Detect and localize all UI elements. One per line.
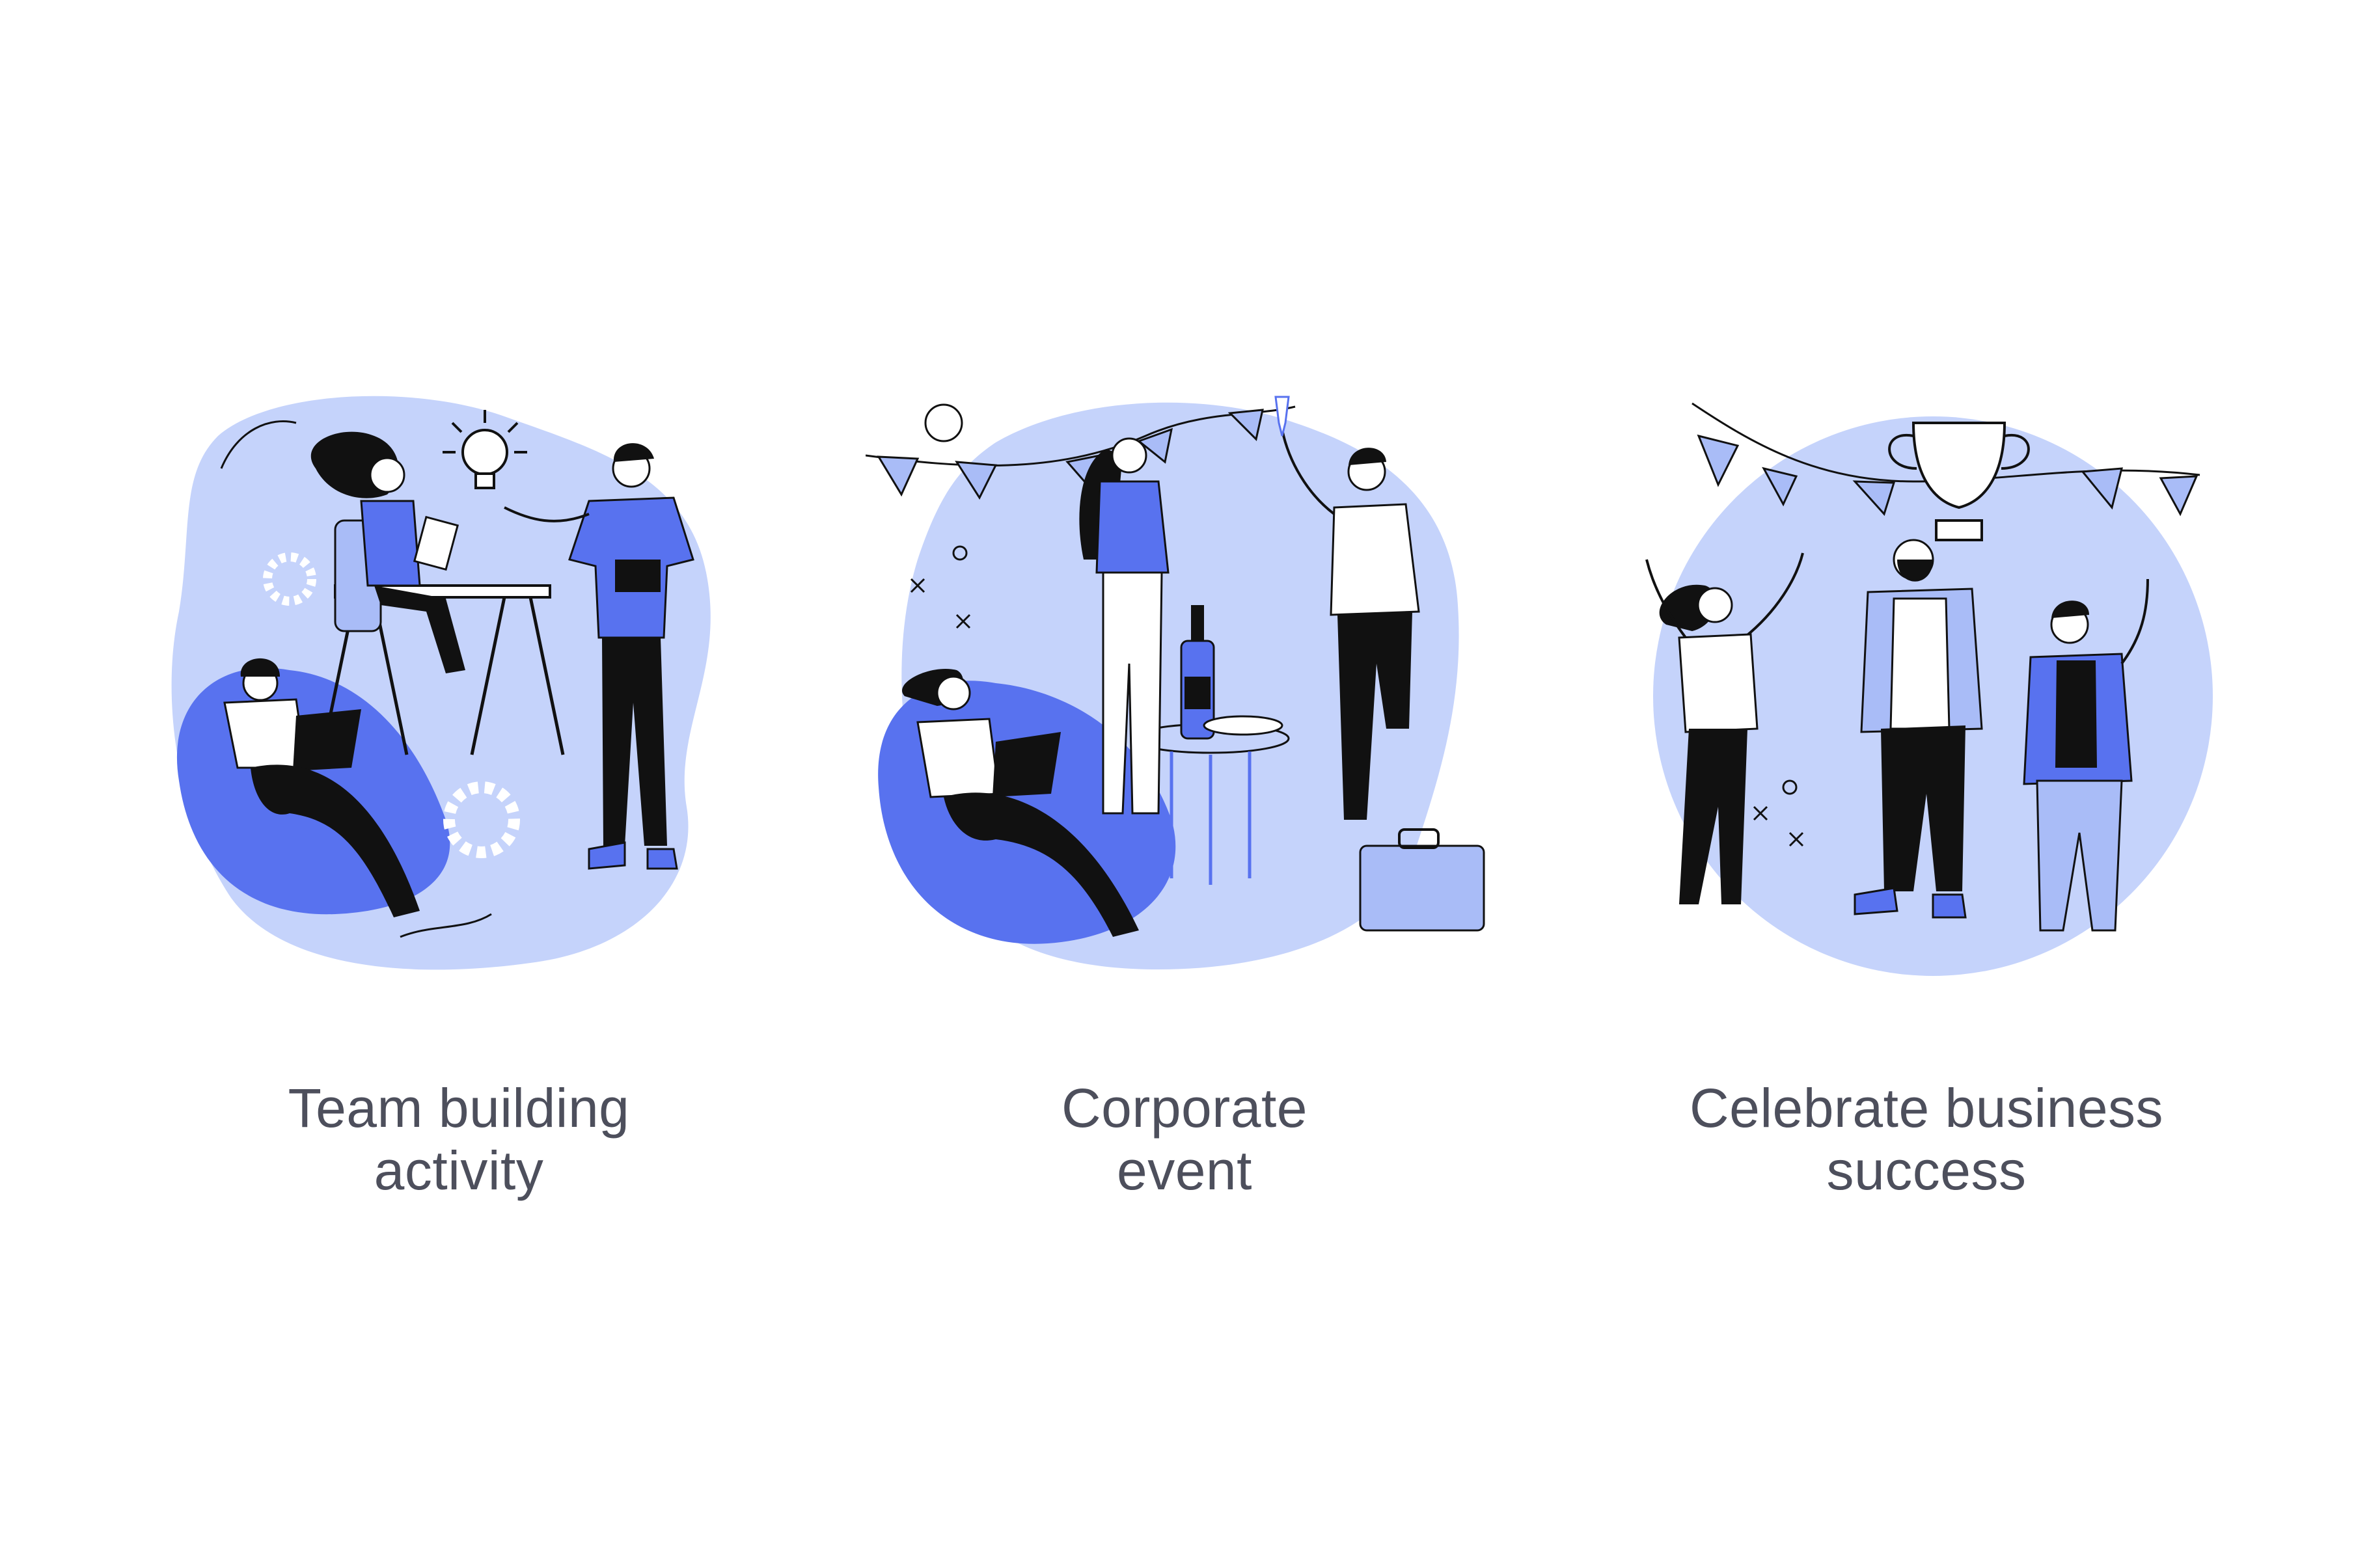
sparkle-doodle [1753, 805, 1804, 847]
standing-woman-head [1111, 437, 1147, 474]
seated-woman-legs [251, 764, 420, 917]
trophy-base [1935, 519, 1983, 541]
wine-bottle-neck [1191, 605, 1204, 644]
seated-woman-legs [944, 792, 1139, 937]
cheering-woman-legs [1679, 729, 1747, 904]
selfie-man-arm [2120, 578, 2149, 665]
sparkle-doodle [910, 578, 971, 629]
seated-woman-torso [916, 718, 1000, 798]
seated-woman-head [936, 675, 971, 710]
standing-woman-legs [1102, 571, 1163, 815]
illustration-card-corporate-event: Corporate event [866, 364, 1503, 1275]
side-table-legs [1170, 751, 1252, 885]
briefcase [1359, 845, 1485, 932]
standing-man-hair [1349, 448, 1386, 465]
man-hair [613, 443, 654, 462]
bearded-man-beard [1897, 560, 1933, 582]
selfie-man-legs [2036, 779, 2123, 932]
squiggle-doodle [400, 913, 492, 938]
woman-head [369, 457, 405, 493]
corporate-event-scene-icon [866, 396, 1485, 969]
standing-woman-torso [1095, 480, 1170, 574]
lightbulb-rays [443, 410, 527, 453]
cheering-woman-torso [1678, 633, 1759, 733]
man-tablet [615, 560, 661, 592]
illustration-card-team-building: Team building activity [140, 364, 778, 1275]
caption-line-2: activity [374, 1140, 544, 1201]
standing-man-arm [1281, 429, 1335, 515]
laptop [293, 709, 361, 771]
caption-line-1: Celebrate business [1689, 1077, 2164, 1139]
dot-doodle [1782, 779, 1798, 795]
illustration-card-celebrate-success: Celebrate business success [1608, 364, 2245, 1275]
cheering-woman-head [1697, 587, 1733, 623]
caption-line-1: Team building [288, 1077, 630, 1139]
desk-legs [320, 597, 565, 755]
standing-man-legs [1337, 612, 1412, 820]
wine-bottle-label [1184, 677, 1211, 709]
dot-doodle [952, 545, 968, 561]
bunting-swirl [924, 403, 963, 442]
man-legs [602, 638, 667, 846]
celebration-trophy-scene-icon [1645, 402, 2213, 976]
man-shoes [588, 841, 678, 870]
caption-team-building: Team building activity [140, 1077, 778, 1202]
caption-line-2: success [1826, 1140, 2027, 1201]
woman-torso [360, 500, 421, 587]
cheering-woman-arms [1645, 552, 1804, 639]
caption-celebrate-success: Celebrate business success [1608, 1077, 2245, 1202]
selfie-man-hair [2051, 601, 2089, 618]
woman-legs [374, 586, 465, 673]
briefcase-handle [1398, 828, 1440, 849]
trophy-cup [1911, 422, 2006, 509]
gear-icon-small [263, 552, 316, 606]
tablet [413, 515, 459, 571]
seated-woman-hair [240, 658, 280, 677]
bunting-flags [1697, 434, 2198, 517]
lightbulb [461, 429, 508, 476]
standing-man-torso [1330, 503, 1420, 616]
snack-plate [1203, 715, 1283, 736]
caption-line-1: Corporate [1061, 1077, 1308, 1139]
selfie-man-inner-shirt [2055, 660, 2097, 768]
bearded-man-legs [1881, 725, 1965, 891]
bearded-man-shoes [1854, 887, 1967, 919]
caption-corporate-event: Corporate event [866, 1077, 1503, 1202]
man-arm [504, 506, 590, 522]
wine-glass [1274, 396, 1290, 437]
trophy-handles [1888, 433, 2030, 470]
team-building-scene-icon [171, 396, 711, 970]
caption-line-2: event [1117, 1140, 1252, 1201]
lightbulb-base [474, 472, 495, 489]
bearded-man-shirt [1889, 597, 1951, 730]
gear-icon-large [443, 781, 520, 858]
swirl-doodle [220, 420, 297, 469]
laptop [993, 732, 1061, 797]
